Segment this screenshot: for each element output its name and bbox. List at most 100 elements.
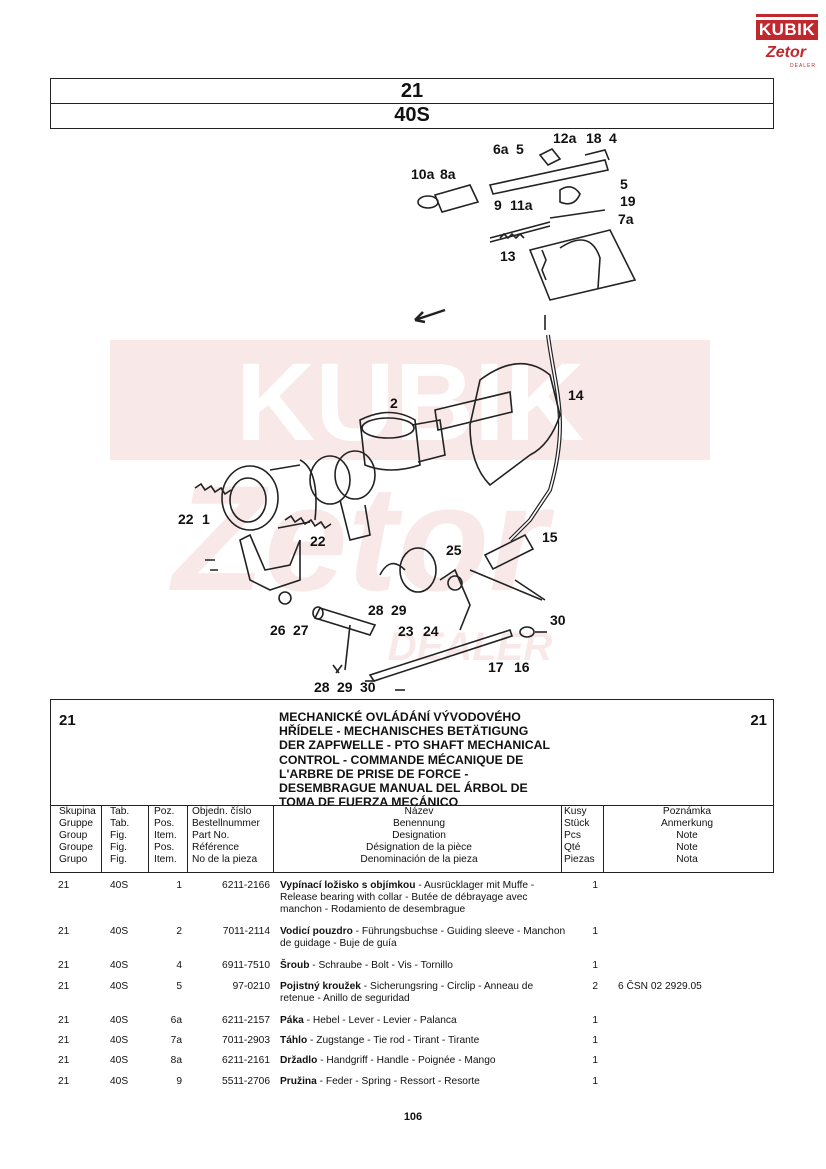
cell-qty: 1 bbox=[592, 1015, 598, 1026]
callout-label: 6a bbox=[493, 141, 509, 157]
cell-order: 7011-2114 bbox=[222, 926, 270, 937]
name-translations: - Zugstange - Tie rod - Tirant - Tirante bbox=[307, 1035, 480, 1046]
parts-info-box: 21 21 MECHANICKÉ OVLÁDÁNÍ VÝVODOVÉHO HŘÍ… bbox=[50, 699, 774, 873]
callout-label: 10a bbox=[411, 166, 435, 182]
cell-order: 6211-2161 bbox=[222, 1055, 270, 1066]
diagram-callouts: 12a 18 4 6a 5 10a 8a 5 19 9 11a 7a 13 2 … bbox=[178, 130, 636, 695]
col-divider bbox=[148, 806, 149, 872]
cell-group: 21 bbox=[58, 1076, 70, 1087]
cell-group: 21 bbox=[58, 981, 70, 992]
name-translations: - Sicherungsring - Circlip - Anneau de r… bbox=[280, 981, 534, 1004]
callout-label: 30 bbox=[360, 679, 376, 695]
cell-qty: 1 bbox=[592, 1076, 598, 1087]
col-tab: Tab. Tab. Fig. Fig. Fig. bbox=[110, 806, 130, 865]
logo-kubik: KUBIK bbox=[756, 20, 818, 40]
page-number: 106 bbox=[403, 1111, 423, 1123]
callout-label: 4 bbox=[609, 130, 617, 146]
cell-name: Pojistný kroužek - Sicherungsring - Circ… bbox=[280, 981, 568, 1005]
col-qty: Kusy Stück Pcs Qté Piezas bbox=[564, 806, 595, 865]
name-primary: Pružina bbox=[280, 1076, 317, 1087]
cell-name: Držadlo - Handgriff - Handle - Poignée -… bbox=[280, 1055, 568, 1067]
cell-order: 6211-2157 bbox=[222, 1015, 270, 1026]
col-divider bbox=[603, 806, 604, 872]
callout-label: 11a bbox=[510, 197, 533, 213]
pto-control-diagram: 12a 18 4 6a 5 10a 8a 5 19 9 11a 7a 13 2 … bbox=[178, 130, 637, 695]
callout-label: 27 bbox=[293, 622, 309, 638]
col-divider bbox=[101, 806, 102, 872]
section-title: MECHANICKÉ OVLÁDÁNÍ VÝVODOVÉHO HŘÍDELE -… bbox=[279, 710, 550, 810]
cell-name: Páka - Hebel - Lever - Levier - Palanca bbox=[280, 1015, 568, 1027]
name-primary: Pojistný kroužek bbox=[280, 981, 361, 992]
name-primary: Vypínací ložisko s objímkou bbox=[280, 880, 416, 891]
cell-tab: 40S bbox=[110, 1035, 129, 1046]
callout-label: 24 bbox=[423, 623, 439, 639]
name-translations: - Führungsbuchse - Guiding sleeve - Manc… bbox=[280, 926, 566, 949]
cell-qty: 2 bbox=[592, 981, 598, 992]
col-pos: Poz. Pos. Item. Pos. Item. bbox=[154, 806, 177, 865]
header-divider bbox=[51, 805, 773, 806]
group-header: 21 bbox=[50, 78, 774, 104]
cell-pos: 9 bbox=[176, 1076, 182, 1087]
name-primary: Táhlo bbox=[280, 1035, 308, 1046]
cell-note: 6 ČSN 02 2929.05 bbox=[618, 981, 702, 992]
col-name: Název Benennung Designation Désignation … bbox=[360, 806, 478, 865]
logo-zetor: Zetor bbox=[766, 44, 806, 61]
callout-label: 29 bbox=[337, 679, 353, 695]
col-divider bbox=[561, 806, 562, 872]
name-translations: - Feder - Spring - Ressort - Resorte bbox=[316, 1076, 480, 1087]
name-translations: - Schraube - Bolt - Vis - Tornillo bbox=[309, 960, 453, 971]
col-note: Poznámka Anmerkung Note Note Nota bbox=[660, 806, 714, 865]
cell-name: Vodicí pouzdro - Führungsbuchse - Guidin… bbox=[280, 926, 568, 950]
callout-label: 30 bbox=[550, 612, 566, 628]
cell-order: 5511-2706 bbox=[222, 1076, 270, 1087]
figure-header: 40S bbox=[50, 102, 774, 129]
callout-label: 22 bbox=[310, 533, 326, 549]
name-translations: - Handgriff - Handle - Poignée - Mango bbox=[317, 1055, 496, 1066]
cell-pos: 6a bbox=[170, 1015, 182, 1026]
callout-label: 5 bbox=[516, 141, 524, 157]
cell-qty: 1 bbox=[592, 960, 598, 971]
cell-group: 21 bbox=[58, 1015, 70, 1026]
cell-pos: 8a bbox=[170, 1055, 182, 1066]
cell-pos: 1 bbox=[176, 880, 182, 891]
callout-label: 9 bbox=[494, 197, 502, 213]
kubik-zetor-logo: KUBIK Zetor DEALER bbox=[756, 14, 818, 69]
callout-label: 18 bbox=[586, 130, 602, 146]
name-translations: - Hebel - Lever - Levier - Palanca bbox=[303, 1015, 457, 1026]
callout-label: 5 bbox=[620, 176, 628, 192]
cell-qty: 1 bbox=[592, 880, 598, 891]
cell-group: 21 bbox=[58, 1055, 70, 1066]
cell-pos: 4 bbox=[176, 960, 182, 971]
cell-tab: 40S bbox=[110, 960, 129, 971]
col-divider bbox=[187, 806, 188, 872]
cell-order: 6911-7510 bbox=[222, 960, 270, 971]
cell-pos: 7a bbox=[170, 1035, 182, 1046]
callout-label: 8a bbox=[440, 166, 456, 182]
cell-pos: 5 bbox=[176, 981, 182, 992]
cell-group: 21 bbox=[58, 926, 70, 937]
col-order: Objedn. číslo Bestellnummer Part No. Réf… bbox=[192, 806, 260, 865]
col-group: Skupina Gruppe Group Groupe Grupo bbox=[59, 806, 96, 865]
callout-label: 26 bbox=[270, 622, 286, 638]
cell-group: 21 bbox=[58, 880, 70, 891]
callout-label: 29 bbox=[391, 602, 407, 618]
cell-qty: 1 bbox=[592, 1035, 598, 1046]
callout-label: 22 bbox=[178, 511, 194, 527]
callout-label: 28 bbox=[368, 602, 384, 618]
callout-label: 14 bbox=[568, 387, 584, 403]
cell-qty: 1 bbox=[592, 1055, 598, 1066]
cell-tab: 40S bbox=[110, 981, 129, 992]
group-number-right: 21 bbox=[750, 712, 767, 729]
callout-label: 7a bbox=[618, 211, 634, 227]
name-primary: Páka bbox=[280, 1015, 304, 1026]
cell-tab: 40S bbox=[110, 1055, 129, 1066]
group-number-left: 21 bbox=[59, 712, 76, 729]
callout-label: 2 bbox=[390, 395, 398, 411]
name-translations: - Ausrücklager mit Muffe - Release beari… bbox=[280, 880, 535, 915]
logo-dealer: DEALER bbox=[790, 63, 817, 69]
name-primary: Držadlo bbox=[280, 1055, 318, 1066]
cell-name: Vypínací ložisko s objímkou - Ausrücklag… bbox=[280, 880, 568, 916]
cell-tab: 40S bbox=[110, 1015, 129, 1026]
cell-name: Táhlo - Zugstange - Tie rod - Tirant - T… bbox=[280, 1035, 568, 1047]
callout-label: 12a bbox=[553, 130, 577, 146]
